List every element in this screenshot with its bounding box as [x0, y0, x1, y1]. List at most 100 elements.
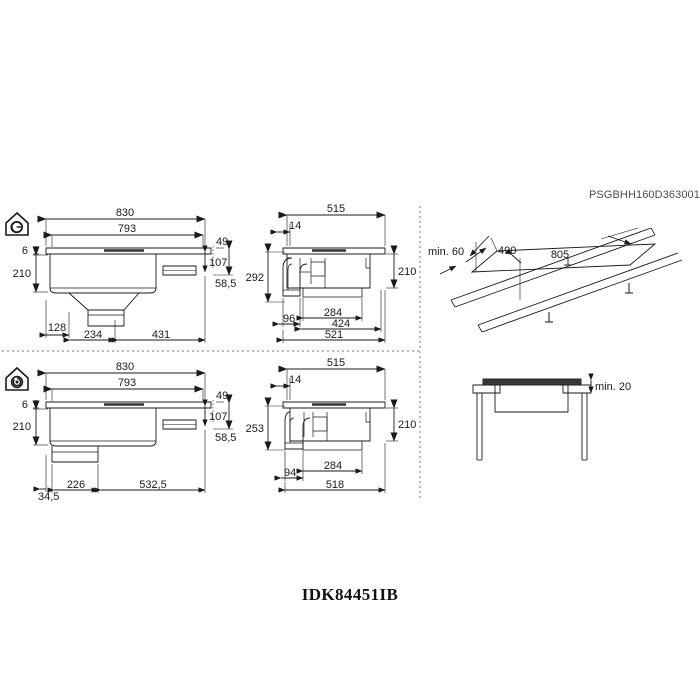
svg-text:234: 234 [84, 329, 102, 341]
dim-front-offset-14-recirc: 14 [270, 374, 301, 400]
svg-text:521: 521 [325, 329, 343, 341]
dim-inner-depth-284-recirc: 284 [296, 451, 363, 474]
svg-text:518: 518 [326, 479, 344, 491]
svg-text:292: 292 [246, 272, 264, 284]
hob-body-box [494, 385, 569, 413]
dim-overall-depth-515-recirc: 515 [278, 357, 386, 400]
worktop-edge-bottom [454, 234, 656, 308]
dim-body-height-210-recirc: 210 [13, 400, 48, 446]
svg-text:284: 284 [324, 460, 342, 472]
elbow-duct [282, 257, 308, 297]
dim-front-offset-14: 14 [270, 220, 301, 246]
hob-body-outline [49, 254, 157, 294]
svg-text:6: 6 [22, 399, 28, 411]
chute-taper [68, 292, 140, 311]
dim-total-height-292: 292 [246, 243, 285, 303]
svg-text:830: 830 [116, 361, 134, 373]
dim-right-span-431: 431 [111, 276, 206, 343]
dim-cutout-width-805: 805 [505, 227, 639, 300]
dim-flange-drop-49-recirc: 49 [212, 390, 228, 422]
dim-chute-width-234: 234 [63, 320, 116, 343]
model-title: IDK84451IB [301, 585, 399, 604]
dim-base-depth-521: 521 [276, 290, 386, 343]
dim-cutout-width-793: 793 [43, 223, 204, 247]
dim-duct-height-107: 107 [202, 245, 227, 273]
dim-chute-width-226: 226 [47, 464, 99, 493]
dim-cutout-depth-490: 490 [465, 235, 516, 272]
svg-text:107: 107 [209, 411, 227, 423]
cutout-rectangle [470, 243, 657, 273]
house-duct-out-icon [5, 211, 29, 236]
view-worktop-clearance-detail: min. 20 [472, 373, 631, 461]
dim-mid-depth-424: 424 [294, 290, 382, 332]
svg-text:96: 96 [283, 313, 295, 325]
hob-glass-plate [45, 247, 212, 255]
worktop-rear-edge-top [477, 252, 679, 326]
dim-total-drop-58-5: 58,5 [213, 240, 236, 290]
svg-text:210: 210 [13, 421, 31, 433]
hob-body-outline-recirc [49, 408, 157, 447]
document-code: PSGBHH160D363001 [588, 189, 700, 201]
dim-min-rear-60: min. 60 [428, 246, 464, 275]
svg-text:58,5: 58,5 [215, 432, 236, 444]
hob-body-outline-side-recirc [289, 408, 371, 442]
dim-duct-width-96: 96 [272, 298, 301, 327]
hob-base-pan-recirc [302, 441, 363, 451]
view-worktop-cutout-perspective: min. 60 490 805 [428, 227, 683, 333]
hob-body-outline-side [286, 254, 371, 289]
svg-text:210: 210 [13, 268, 31, 280]
svg-text:253: 253 [246, 423, 264, 435]
house-recirculation-icon [5, 366, 29, 391]
dim-flange-drop-49: 49 [212, 236, 228, 268]
svg-text:6: 6 [22, 245, 28, 257]
svg-text:107: 107 [209, 257, 227, 269]
worktop-right [562, 384, 592, 394]
dim-left-offset-34-5: 34,5 [33, 455, 59, 503]
svg-text:58,5: 58,5 [215, 278, 236, 290]
svg-text:49: 49 [216, 390, 228, 402]
svg-text:424: 424 [332, 318, 350, 330]
hob-vent-slot-recirc [104, 403, 144, 406]
svg-text:94: 94 [284, 467, 296, 479]
svg-text:14: 14 [289, 220, 301, 232]
worktop-edge-top [450, 227, 652, 301]
svg-text:515: 515 [327, 203, 345, 215]
svg-text:793: 793 [118, 223, 136, 235]
fan-housing-recirc [162, 419, 197, 430]
svg-text:min. 20: min. 20 [595, 381, 631, 393]
hob-vent-slot-side [312, 249, 346, 252]
svg-text:14: 14 [289, 374, 301, 386]
dim-cutout-width-793-recirc: 793 [43, 377, 204, 401]
svg-text:226: 226 [67, 479, 85, 491]
dim-body-height-210: 210 [13, 246, 48, 293]
elbow-duct-recirc [284, 411, 311, 450]
view-side-section-recirculation: 515 14 253 [246, 357, 416, 493]
svg-text:34,5: 34,5 [38, 491, 59, 503]
svg-text:805: 805 [551, 249, 569, 261]
dim-duct-height-107-recirc: 107 [202, 399, 227, 427]
fan-housing [162, 265, 197, 276]
dim-right-span-532-5: 532,5 [94, 430, 206, 493]
svg-text:793: 793 [118, 377, 136, 389]
view-front-section-ducted: 830 793 6 [5, 207, 236, 343]
hob-vent-slot-side-recirc [312, 403, 346, 406]
worktop-rear-edge-bottom [481, 259, 683, 333]
view-front-section-recirculation: 830 793 6 [5, 361, 236, 503]
hob-vent-slot [104, 249, 144, 252]
dim-inner-depth-284: 284 [296, 298, 363, 321]
hob-base-pan [302, 288, 363, 298]
svg-text:284: 284 [324, 307, 342, 319]
svg-text:210: 210 [398, 419, 416, 431]
svg-text:431: 431 [152, 329, 170, 341]
recirc-box [51, 446, 99, 463]
svg-text:min. 60: min. 60 [428, 246, 464, 258]
dim-base-depth-518: 518 [278, 443, 386, 493]
svg-text:515: 515 [327, 357, 345, 369]
dim-total-drop-58-5-recirc: 58,5 [213, 394, 236, 444]
dim-left-offset-128: 128 [39, 300, 70, 338]
dim-total-height-253: 253 [246, 397, 285, 451]
svg-text:532,5: 532,5 [139, 479, 167, 491]
svg-text:210: 210 [398, 266, 416, 278]
